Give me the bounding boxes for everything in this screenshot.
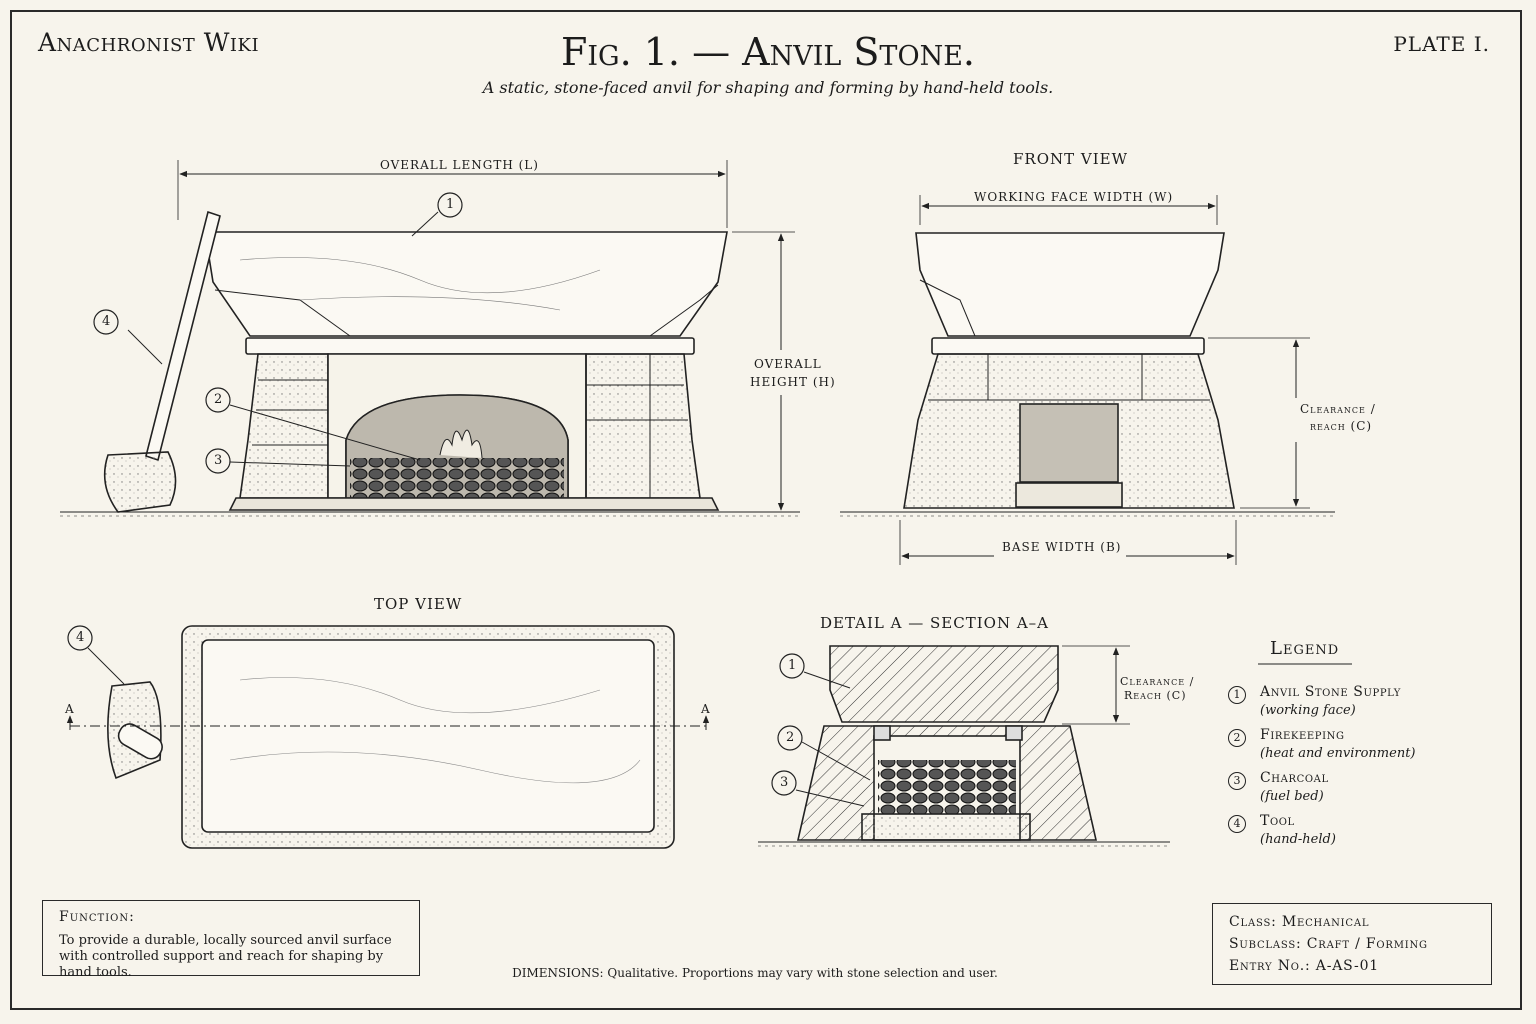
legend-note: (heat and environment): [1260, 746, 1416, 761]
plate-number: PLATE I.: [1393, 32, 1490, 56]
brand-title: Anachronist Wiki: [38, 28, 260, 57]
callout-3-detail: 3: [780, 775, 789, 790]
sheet-border: [10, 10, 1522, 1010]
dim-overall-height-line1: OVERALL: [754, 357, 822, 371]
dim-clearance-line2: reach (C): [1310, 419, 1373, 433]
figure-title: Fig. 1. — Anvil Stone.: [560, 30, 975, 74]
legend-title: Legend: [1270, 638, 1340, 659]
callout-3-side: 3: [214, 453, 223, 468]
function-body: To provide a durable, locally sourced an…: [59, 933, 392, 980]
detail-section-drawing: [758, 645, 1170, 847]
dim-overall-height-line2: HEIGHT (H): [750, 375, 836, 389]
dim-detail-clearance-line1: Clearance /: [1120, 675, 1195, 688]
legend-name: Charcoal: [1260, 770, 1329, 786]
detail-callouts: [771, 653, 805, 796]
legend-name: Anvil Stone Supply: [1260, 684, 1401, 700]
callout-2-side: 2: [214, 392, 223, 407]
top-view-label: TOP VIEW: [374, 595, 463, 613]
callout-1-side: 1: [446, 197, 455, 212]
dim-clearance-line1: Clearance /: [1300, 402, 1376, 416]
subclass-label: Subclass: Craft / Forming: [1229, 936, 1428, 952]
detail-view-label: DETAIL A — SECTION A–A: [820, 614, 1050, 632]
front-view-label: FRONT VIEW: [1013, 150, 1129, 168]
legend-number: 2: [1228, 729, 1246, 747]
legend-number: 4: [1228, 815, 1246, 833]
mallet-tool: [103, 210, 221, 513]
callout-4-top: 4: [76, 630, 85, 645]
legend-number: 1: [1228, 686, 1246, 704]
charcoal-bed: [350, 458, 564, 498]
legend-note: (fuel bed): [1260, 789, 1324, 804]
side-callouts: [93, 192, 463, 474]
function-heading: Function:: [59, 909, 135, 925]
top-callout-circle: [67, 625, 93, 651]
callout-4-side: 4: [102, 314, 111, 329]
legend-name: Firekeeping: [1260, 727, 1345, 743]
legend-note: (working face): [1260, 703, 1356, 718]
legend-name: Tool: [1260, 813, 1295, 829]
section-mark-left: A: [65, 702, 75, 716]
top-view-drawing: [66, 625, 710, 849]
front-view-drawing: [840, 195, 1335, 565]
dim-working-face-width: WORKING FACE WIDTH (W): [974, 190, 1174, 204]
classification-box: Class: Mechanical Subclass: Craft / Form…: [1212, 903, 1492, 985]
dimensions-note: DIMENSIONS: Qualitative. Proportions may…: [512, 966, 998, 980]
section-mark-right: A: [701, 702, 711, 716]
class-label: Class: Mechanical: [1229, 914, 1370, 930]
dim-base-width: BASE WIDTH (B): [1002, 540, 1122, 554]
function-box: Function: To provide a durable, locally …: [42, 900, 420, 980]
dim-overall-length: OVERALL LENGTH (L): [380, 158, 539, 172]
side-elevation: [60, 160, 800, 517]
legend-number: 3: [1228, 772, 1246, 790]
dim-detail-clearance-line2: Reach (C): [1124, 689, 1187, 702]
callout-2-detail: 2: [786, 730, 795, 745]
entry-number: Entry No.: A-AS-01: [1229, 958, 1379, 974]
legend-note: (hand-held): [1260, 832, 1336, 847]
callout-1-detail: 1: [788, 658, 797, 673]
figure-subtitle: A static, stone-faced anvil for shaping …: [482, 78, 1054, 97]
anvil-stone-slab: [204, 231, 728, 337]
